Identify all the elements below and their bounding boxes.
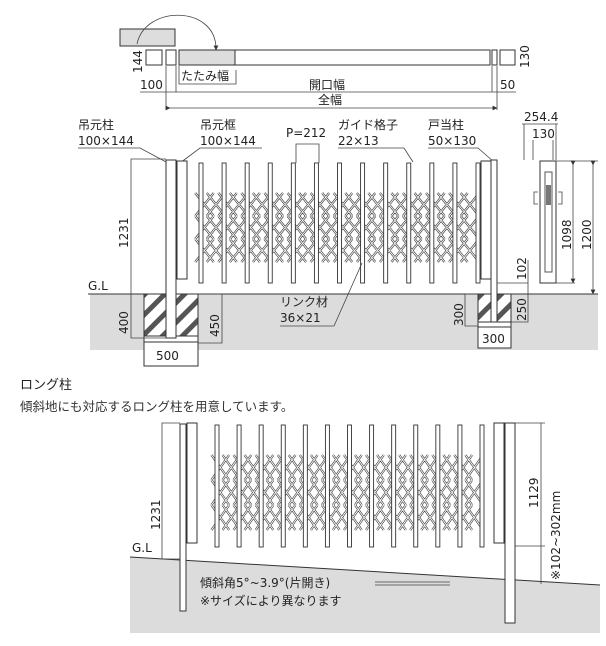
- guide-bar: [244, 162, 250, 284]
- link-lattice-highlight: [211, 454, 484, 531]
- size-note: ※サイズにより異なります: [200, 593, 341, 608]
- dim-300-depth: 300: [452, 303, 466, 326]
- front-view: G.L 吊元柱 100×144 吊元框 100×144 P=212 ガイド格子 …: [78, 110, 598, 367]
- dim-250: 250: [515, 298, 529, 321]
- stop-frame: [480, 160, 492, 280]
- long-stop-post: [504, 422, 516, 624]
- guide-bar: [258, 424, 264, 548]
- dim-130: 130: [518, 45, 532, 68]
- dim-500: 500: [156, 349, 179, 363]
- guide-bar: [267, 162, 273, 284]
- dim-450: 450: [208, 314, 222, 337]
- long-ground-level-label: G.L: [132, 541, 152, 555]
- dim-144: 144: [131, 50, 145, 73]
- plan-view: 144 130 たたみ幅 100 開口幅 50 全幅: [119, 14, 532, 111]
- guide-bar: [198, 162, 204, 284]
- guide-bar: [383, 162, 389, 284]
- fold-arrow-icon: [136, 14, 219, 51]
- guide-bar: [457, 424, 463, 548]
- dim-1129: 1129: [527, 477, 541, 508]
- plan-stop-post: [499, 49, 516, 66]
- guide-bar: [214, 424, 220, 548]
- total-width-label: 全幅: [318, 92, 342, 107]
- dim-1231: 1231: [117, 217, 131, 248]
- link-size: 36×21: [280, 311, 321, 325]
- guide-bar: [347, 424, 352, 548]
- dim-102: 102: [515, 257, 529, 280]
- opening-width-label: 開口幅: [309, 77, 345, 92]
- link-label: リンク材: [280, 295, 328, 309]
- guide-bar: [302, 424, 308, 548]
- plan-stop-frame: [491, 49, 498, 66]
- hinge-frame: [176, 160, 188, 280]
- dim-50: 50: [500, 78, 515, 92]
- long-hinge-post: [179, 423, 187, 612]
- guide-bar: [221, 162, 227, 284]
- guide-bar: [475, 162, 481, 284]
- ground-level-label: G.L: [88, 279, 108, 293]
- slope-note: 傾斜角5°~3.9°(片開き): [200, 576, 330, 590]
- side-view-gate: [539, 160, 557, 284]
- stop-post-size: 50×130: [428, 134, 476, 148]
- hinge-post: [165, 159, 177, 339]
- hinge-post-size: 100×144: [78, 134, 134, 148]
- dim-1098: 1098: [560, 219, 574, 250]
- dim-1200: 1200: [580, 219, 594, 250]
- guide-bar: [324, 424, 330, 548]
- hinge-post-label: 吊元柱: [78, 117, 114, 132]
- pitch-label: P=212: [286, 126, 326, 140]
- guide-bar: [391, 424, 397, 548]
- link-lattice-highlight: [194, 192, 480, 263]
- dim-254-4: 254.4: [524, 110, 558, 124]
- guide-lattice-label: ガイド格子: [338, 117, 398, 132]
- guide-bar: [479, 424, 485, 548]
- guide-bar: [313, 162, 319, 284]
- dim-400: 400: [117, 311, 131, 334]
- guide-bar: [452, 162, 458, 284]
- long-gate: [186, 422, 505, 548]
- stop-post-label: 戸当柱: [428, 117, 464, 132]
- guide-bar: [337, 162, 342, 284]
- guide-bar: [290, 162, 296, 284]
- hinge-frame-size: 100×144: [200, 134, 256, 148]
- sloped-ground: [130, 557, 600, 633]
- hinge-frame: [186, 422, 198, 544]
- guide-bar: [236, 424, 242, 548]
- guide-lattice-size: 22×13: [338, 134, 379, 148]
- long-dim-1231: 1231: [149, 499, 163, 530]
- dim-side-130: 130: [532, 127, 555, 141]
- long-post-view: G.L 1231 1129 ※102~302mm 傾斜角5°~3.9°(片開き)…: [129, 422, 601, 633]
- stop-frame: [493, 422, 505, 544]
- fold-width-label: たたみ幅: [181, 68, 229, 83]
- guide-bar: [429, 162, 435, 284]
- guide-bar: [406, 162, 412, 284]
- dim-300-width: 300: [482, 332, 505, 346]
- long-post-description: 傾斜地にも対応するロング柱を用意しています。: [20, 399, 294, 414]
- hinge-frame-label: 吊元框: [200, 118, 236, 132]
- guide-bar: [280, 424, 286, 548]
- plan-folded-gate: [178, 49, 236, 66]
- gap-range-label: ※102~302mm: [549, 491, 563, 580]
- guide-bar: [435, 424, 441, 548]
- front-gate: [176, 160, 492, 284]
- guide-bar: [360, 162, 366, 284]
- plan-hinge-post: [145, 49, 163, 66]
- guide-bar: [413, 424, 419, 548]
- plan-hinge-frame: [165, 49, 177, 66]
- long-post-heading: ロング柱: [20, 378, 73, 393]
- folded-gate-before: [119, 28, 176, 47]
- dim-100: 100: [140, 78, 163, 92]
- stop-post: [490, 159, 498, 323]
- guide-bar: [369, 424, 375, 548]
